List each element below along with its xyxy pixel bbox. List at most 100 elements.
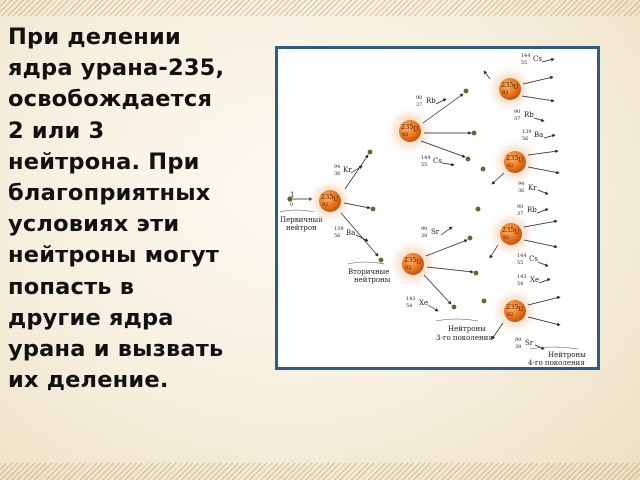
text-line: другие ядра: [8, 304, 174, 331]
primary-neutron-mass: 1: [290, 191, 294, 199]
nucleus-mass: 235: [502, 226, 514, 234]
fragment-mass: 139: [334, 226, 344, 232]
fragment-mass: 90: [421, 226, 427, 232]
fragment-charge: 55: [421, 162, 427, 168]
nucleus-mass: 235: [404, 256, 416, 264]
fragment-mass: 90: [517, 204, 523, 210]
caption-third-line1: Нейтроны: [448, 325, 486, 333]
fragment-xe: 143 54 Xe: [406, 296, 439, 312]
gen3-a-neutrons: [483, 70, 555, 103]
fragment-charge: 56: [522, 136, 528, 142]
caption-primary-line2: нейтрон: [286, 224, 317, 232]
text-line: условиях эти: [8, 211, 180, 238]
decorative-stripe-bottom: [0, 463, 640, 480]
fragment-symbol: Rb: [426, 97, 436, 105]
fragment-symbol: Rb: [524, 111, 534, 119]
caption-secondary: Вторичные нейтроны: [347, 261, 391, 284]
text-line: При делении: [8, 24, 181, 50]
fragment-symbol: Ba: [346, 229, 355, 237]
fragment-charge: 54: [406, 303, 412, 309]
fragment-ba-right: 139 56 Ba: [522, 129, 556, 142]
uranium-nucleus-gen1: 235 U 92: [306, 177, 354, 225]
caption-third-line2: 3-го поколения: [436, 334, 493, 342]
gen3-c-neutrons: [489, 219, 558, 259]
nucleus-charge: 92: [322, 202, 328, 208]
fragment-symbol: Kr: [343, 166, 352, 174]
caption-fourth-line1: Нейтроны: [548, 351, 586, 359]
gen3-b-neutrons: [491, 149, 560, 185]
fragment-xe-right: 143 54 Xe: [517, 274, 551, 287]
text-line: освобождается: [8, 86, 213, 113]
fragment-mass: 90: [416, 95, 422, 101]
nucleus-charge: 92: [507, 163, 513, 169]
decorative-stripe-top: [0, 0, 640, 16]
text-line: нейтроны могут: [8, 242, 220, 269]
text-line: урана и вызвать: [8, 336, 224, 363]
text-line: попасть в: [8, 273, 135, 300]
fragment-rb: 90 37 Rb: [416, 95, 447, 108]
uranium-nucleus-gen2-top: 235 U 92: [384, 105, 436, 157]
fragment-charge: 37: [517, 211, 523, 217]
nucleus-charge: 92: [503, 235, 509, 241]
uranium-nucleus-gen3-a: 235 U 92: [485, 64, 535, 114]
uranium-nucleus-gen3-b: 235 U 92: [490, 137, 540, 187]
fragment-rb-mid: 90 37 Rb: [517, 204, 549, 217]
caption-third: Нейтроны 3-го поколения: [435, 318, 493, 342]
slide-body-text: При делении ядра урана-235, освобождаетс…: [8, 22, 280, 396]
fragment-sr-right: 90 38 Sr: [515, 337, 545, 350]
nucleus-symbol: U: [333, 195, 339, 203]
fragment-symbol: Cs: [529, 255, 538, 263]
nucleus-symbol: U: [413, 125, 419, 133]
fragment-mass: 143: [406, 296, 416, 302]
chain-reaction-svg: 1 0 Первичный нейтрон 235 U 92 94 36 Kr …: [279, 53, 586, 367]
fragment-mass: 143: [517, 274, 527, 280]
nucleus-symbol: U: [513, 83, 519, 91]
fragment-symbol: Cs: [533, 55, 542, 63]
fragment-kr-right: 94 36 Kr: [518, 181, 549, 195]
fragment-charge: 37: [514, 116, 520, 122]
gen2-top-neutrons: [420, 88, 477, 162]
fragment-charge: 38: [421, 233, 427, 239]
gen3-incoming-neutrons: [475, 166, 487, 304]
fragment-symbol: Rb: [527, 206, 537, 214]
nucleus-charge: 92: [502, 90, 508, 96]
nucleus-symbol: U: [514, 228, 520, 236]
primary-neutron-charge: 0: [290, 202, 293, 208]
fragment-mass: 139: [522, 129, 532, 135]
fragment-rb-top: 90 37 Rb: [514, 109, 545, 122]
fragment-charge: 36: [334, 171, 340, 177]
fragment-charge: 56: [334, 233, 340, 239]
nucleus-symbol: U: [416, 258, 422, 266]
uranium-nucleus-gen2-bottom: 235 U 92: [387, 238, 439, 290]
nucleus-symbol: U: [518, 156, 524, 164]
fragment-symbol: Kr: [528, 184, 537, 192]
nucleus-charge: 92: [405, 265, 411, 271]
nucleus-symbol: U: [518, 305, 524, 313]
text-line: благоприятных: [8, 180, 211, 207]
fragment-symbol: Xe: [530, 276, 539, 284]
gen3-d-neutrons: [491, 295, 561, 340]
fragment-symbol: Ba: [534, 131, 543, 139]
caption-primary-line1: Первичный: [280, 216, 323, 224]
text-line: их деление.: [8, 367, 169, 394]
secondary-neutrons: [340, 149, 384, 263]
fragment-cs-mid: 144 55 Cs: [517, 253, 549, 267]
fragment-charge: 54: [517, 281, 523, 287]
nucleus-mass: 235: [506, 303, 518, 311]
nucleus-mass: 235: [401, 123, 413, 131]
fragment-charge: 36: [518, 188, 524, 194]
caption-fourth-line2: 4-го поколения: [528, 359, 585, 367]
nucleus-mass: 235: [506, 154, 518, 162]
fragment-symbol: Sr: [431, 228, 440, 236]
fragment-symbol: Cs: [433, 157, 442, 165]
fragment-mass: 144: [421, 155, 431, 161]
text-line: нейтрона. При: [8, 148, 200, 175]
nucleus-charge: 92: [402, 132, 408, 138]
text-line: 2 или 3: [8, 117, 105, 144]
fragment-charge: 37: [416, 102, 422, 108]
nucleus-mass: 235: [321, 193, 333, 201]
fragment-mass: 90: [515, 337, 521, 343]
caption-fourth: Нейтроны 4-го поколения: [528, 346, 586, 367]
gen2-bottom-neutrons: [423, 235, 479, 310]
fragment-cs-top: 144 55 Cs: [521, 53, 555, 66]
